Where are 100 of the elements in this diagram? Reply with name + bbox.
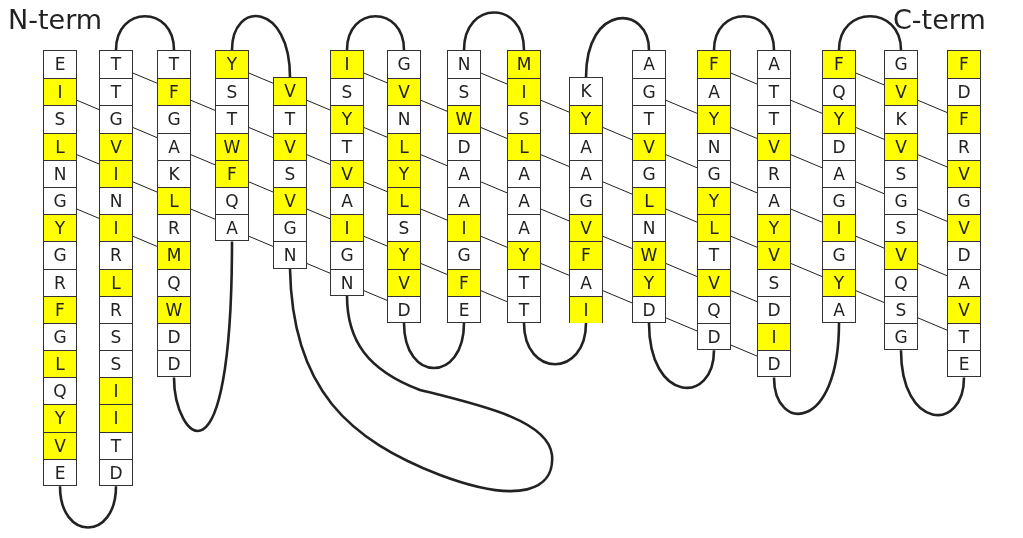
amino-acid-residue: V — [570, 214, 602, 242]
amino-acid-residue: A — [642, 53, 656, 76]
pairing-line — [306, 208, 331, 220]
pairing-line — [665, 263, 698, 278]
amino-acid-residue: F — [570, 241, 602, 269]
amino-acid-residue: M — [508, 51, 540, 79]
amino-acid-residue: V — [885, 241, 917, 269]
amino-acid-residue: D — [388, 295, 420, 323]
amino-acid-residue: V — [758, 132, 790, 160]
pairing-line — [790, 154, 823, 169]
loop-connector — [712, 14, 776, 51]
amino-acid-residue: G — [633, 159, 665, 187]
amino-acid-residue: F — [216, 159, 248, 187]
amino-acid-residue: V — [44, 431, 76, 459]
amino-acid-residue: L — [698, 214, 730, 242]
amino-acid-residue: D — [158, 322, 190, 351]
amino-acid-residue: K — [158, 159, 190, 187]
pairing-line — [363, 181, 388, 193]
loop-connector — [345, 15, 406, 51]
amino-acid-residue: F — [823, 51, 855, 79]
pairing-line — [190, 208, 216, 220]
amino-acid-residue: D — [698, 322, 730, 351]
pairing-line — [363, 235, 388, 247]
amino-acid-residue: A — [508, 186, 540, 215]
amino-acid-residue: D — [823, 132, 855, 160]
pairing-line — [602, 181, 633, 195]
pairing-line — [540, 154, 570, 167]
beta-strand — [884, 50, 918, 351]
amino-acid-residue: Y — [758, 214, 790, 242]
amino-acid-residue: A — [823, 159, 855, 187]
amino-acid-residue: V — [758, 241, 790, 269]
amino-acid-residue: I — [331, 51, 363, 79]
amino-acid-residue: N — [388, 105, 420, 133]
pairing-line — [248, 72, 274, 84]
amino-acid-residue: M — [158, 241, 190, 269]
pairing-line — [420, 208, 448, 221]
amino-acid-residue: F — [448, 268, 480, 296]
amino-acid-residue: K — [579, 80, 593, 104]
amino-acid-residue: T — [216, 105, 248, 133]
amino-acid-residue: L — [44, 350, 76, 378]
pairing-line — [665, 99, 698, 114]
amino-acid-residue: T — [508, 268, 540, 296]
amino-acid-residue: E — [53, 53, 67, 76]
amino-acid-residue: S — [44, 105, 76, 133]
pairing-line — [480, 181, 508, 194]
pairing-line — [665, 208, 698, 223]
amino-acid-residue: I — [570, 295, 602, 323]
amino-acid-residue: Q — [698, 295, 730, 323]
amino-acid-residue: I — [823, 214, 855, 242]
pairing-line — [480, 235, 508, 248]
pairing-line — [917, 99, 948, 113]
amino-acid-residue: V — [388, 78, 420, 106]
amino-acid-residue: V — [388, 268, 420, 296]
beta-strand — [99, 50, 133, 487]
amino-acid-residue: A — [508, 159, 540, 187]
pairing-line — [132, 181, 158, 193]
pairing-line — [190, 99, 216, 111]
amino-acid-residue: G — [698, 159, 730, 187]
loop-connector — [584, 17, 651, 78]
pairing-line — [132, 72, 158, 84]
amino-acid-residue: E — [44, 458, 76, 486]
amino-acid-residue: Y — [633, 268, 665, 296]
amino-acid-residue: W — [158, 295, 190, 323]
amino-acid-residue: V — [274, 186, 306, 215]
pairing-line — [602, 235, 633, 249]
loop-connector — [230, 14, 292, 78]
loop-connector — [772, 322, 841, 415]
amino-acid-residue: I — [331, 214, 363, 242]
loop-connector — [58, 486, 118, 529]
pairing-line — [730, 72, 758, 85]
beta-strand — [215, 50, 249, 242]
amino-acid-residue: D — [448, 132, 480, 160]
amino-acid-residue: G — [100, 105, 132, 133]
loop-connector — [899, 350, 966, 417]
pairing-line — [602, 290, 633, 304]
amino-acid-residue: A — [448, 159, 480, 187]
pairing-line — [790, 263, 823, 278]
pairing-line — [730, 235, 758, 248]
pairing-line — [540, 99, 570, 113]
amino-acid-residue: A — [767, 53, 781, 76]
pairing-line — [790, 99, 823, 114]
amino-acid-residue: W — [633, 241, 665, 269]
pairing-line — [190, 154, 216, 166]
loop-connector — [837, 15, 903, 51]
pairing-line — [306, 154, 331, 165]
amino-acid-residue: G — [823, 241, 855, 269]
loop-connector — [288, 268, 554, 493]
amino-acid-residue: T — [508, 295, 540, 323]
amino-acid-residue: I — [448, 214, 480, 242]
pairing-line — [855, 235, 885, 249]
pairing-line — [420, 154, 448, 167]
amino-acid-residue: E — [448, 295, 480, 323]
amino-acid-residue: A — [158, 132, 190, 160]
amino-acid-residue: G — [885, 186, 917, 215]
amino-acid-residue: V — [885, 78, 917, 106]
beta-strand — [330, 50, 364, 296]
amino-acid-residue: G — [44, 241, 76, 269]
amino-acid-residue: G — [885, 322, 917, 351]
amino-acid-residue: T — [167, 53, 181, 76]
pairing-line — [665, 317, 698, 332]
